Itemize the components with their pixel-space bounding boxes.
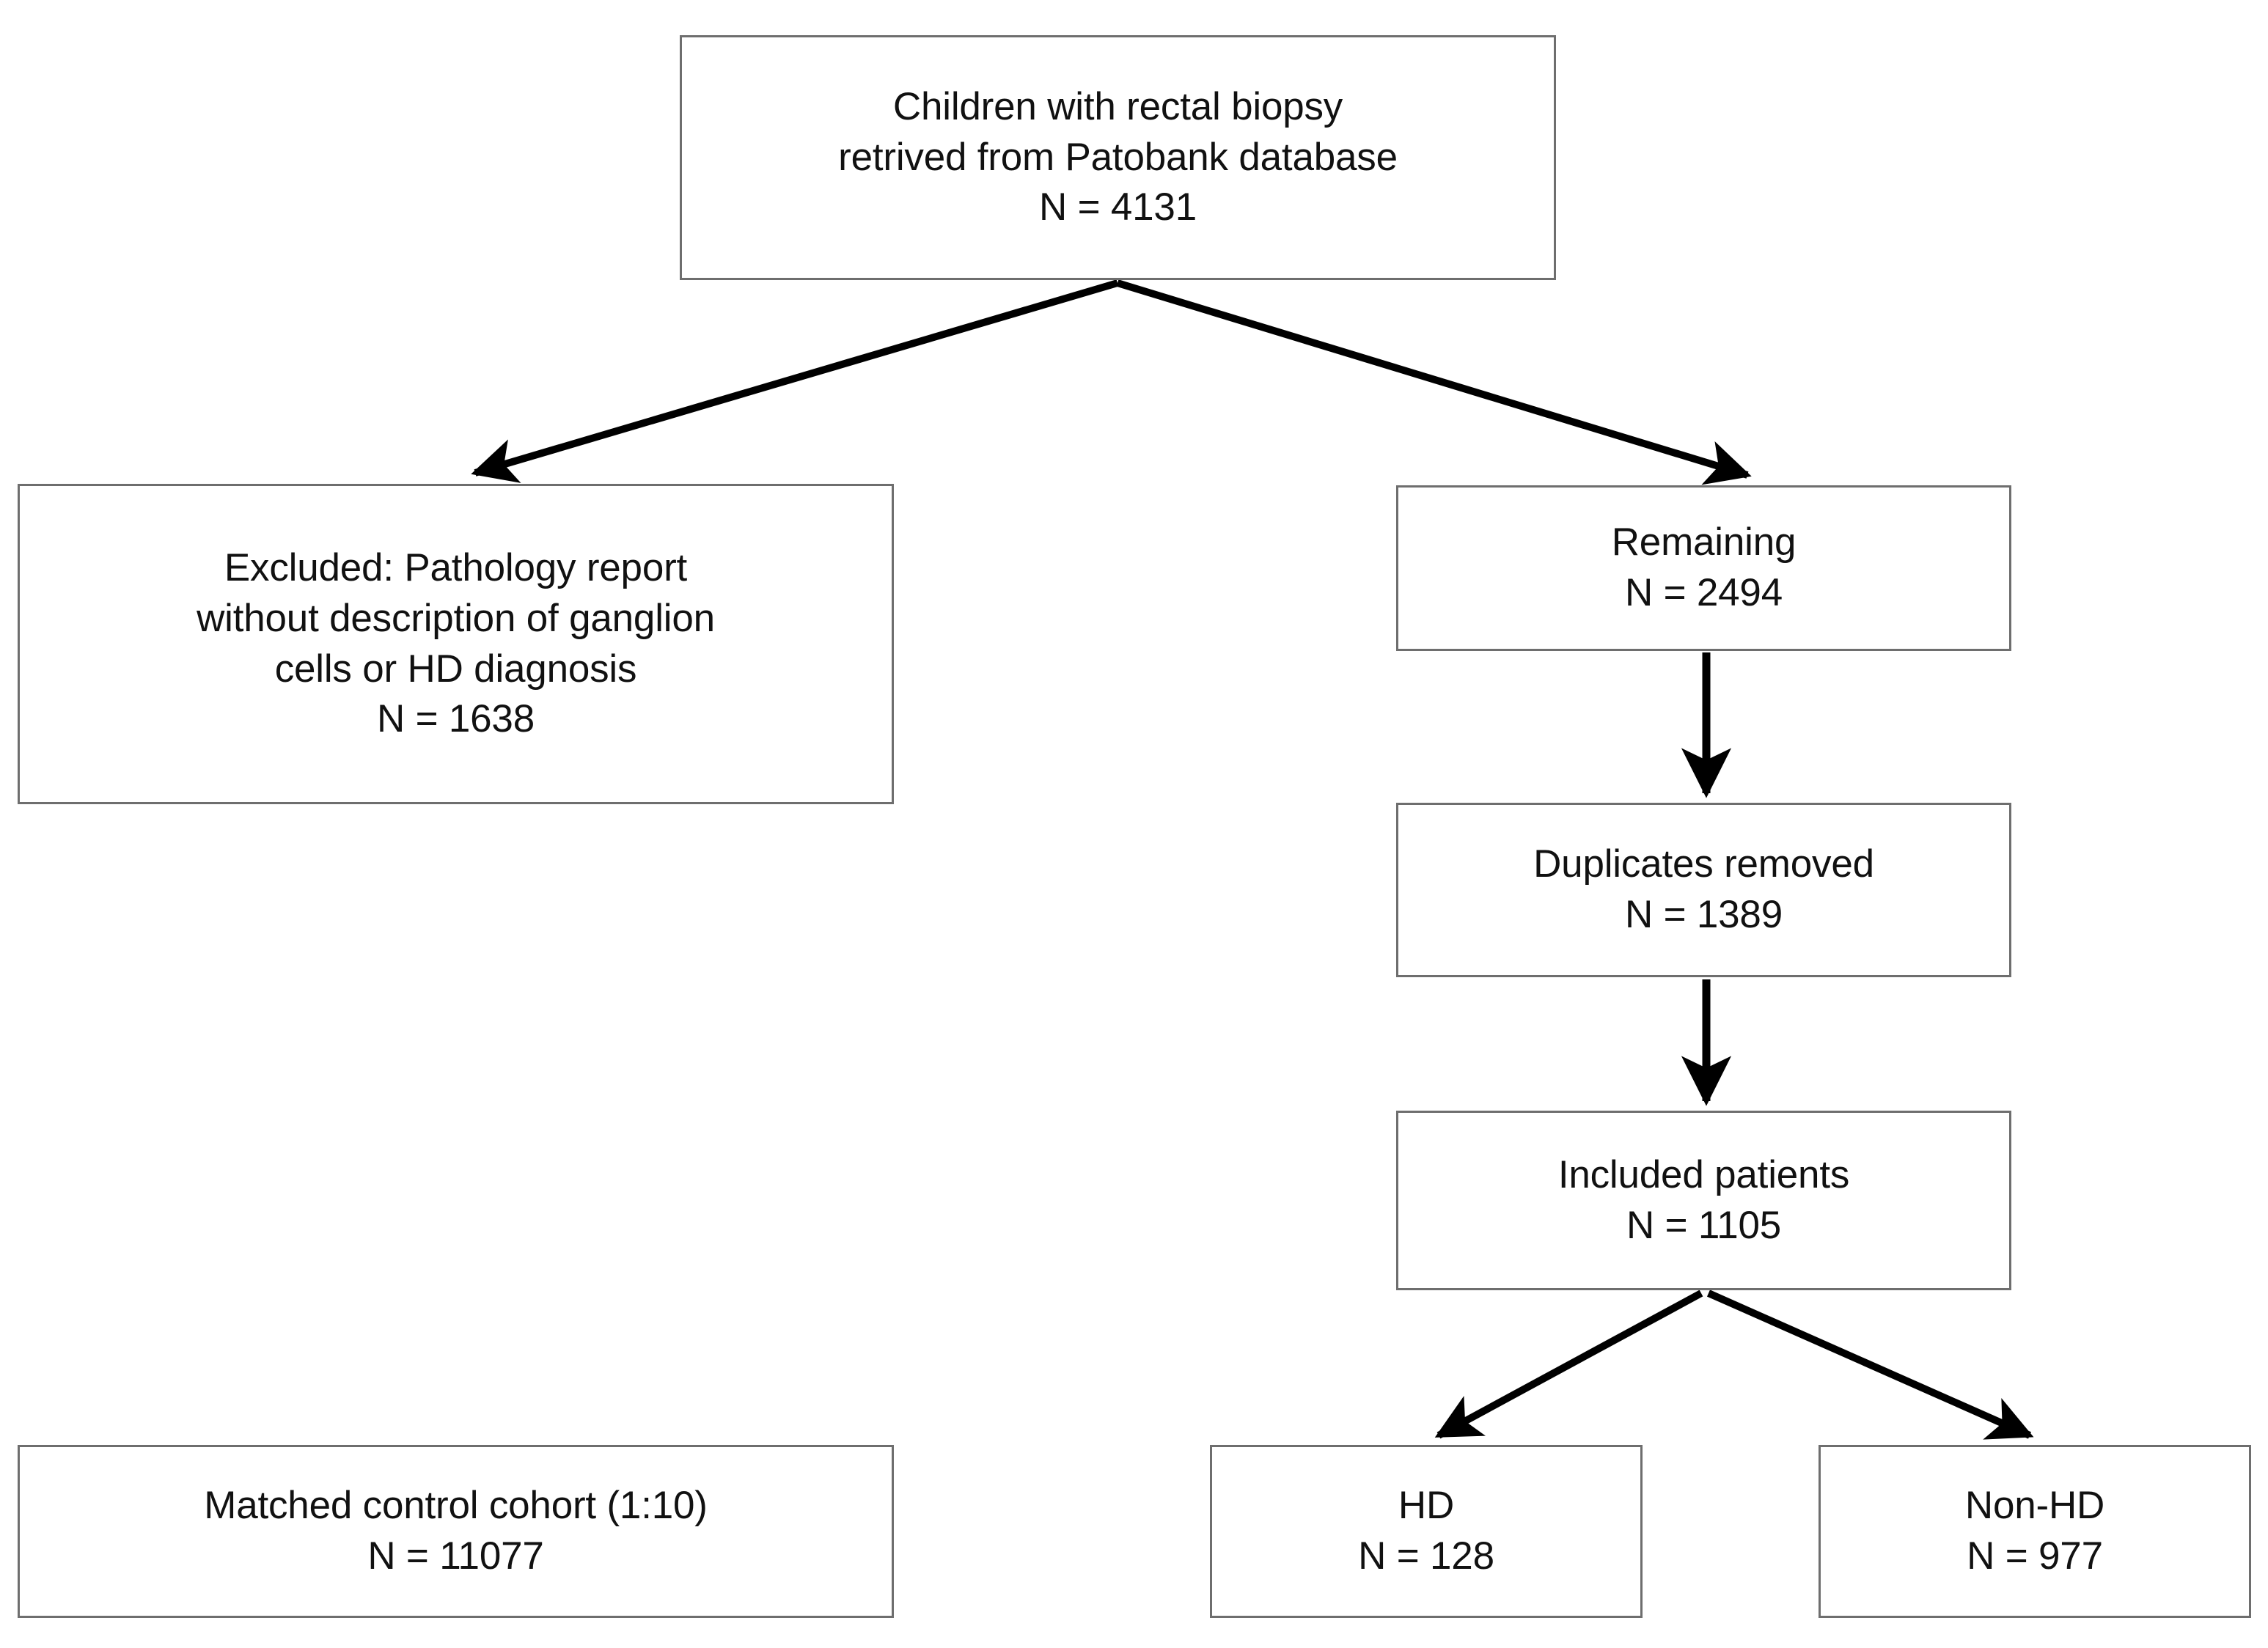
node-remaining-count: N = 2494	[1625, 571, 1783, 614]
node-non-hd-group: Non-HD N = 977	[1819, 1445, 2251, 1618]
node-source-line-2: retrived from Patobank database	[838, 135, 1398, 179]
edge-included-to-hd	[1434, 1290, 1703, 1439]
edge-included-to-nonhd	[1706, 1290, 2034, 1440]
node-duplicates-count: N = 1389	[1625, 893, 1783, 936]
node-nonhd-label: Non-HD	[1964, 1484, 2105, 1528]
node-source-line-1: Children with rectal biopsy	[892, 84, 1343, 128]
node-included-label: Included patients	[1557, 1152, 1850, 1196]
node-remaining-label: Remaining	[1611, 520, 1797, 564]
node-source-count: N = 4131	[1039, 185, 1197, 229]
node-nonhd-count: N = 977	[1967, 1534, 2103, 1578]
node-controls-count: N = 11077	[367, 1534, 544, 1578]
node-controls-label: Matched control cohort (1:10)	[204, 1484, 708, 1528]
node-source-cohort: Children with rectal biopsy retrived fro…	[680, 35, 1556, 280]
edge-source-to-excluded	[471, 279, 1119, 483]
node-hd-label: HD	[1398, 1484, 1455, 1528]
edge-source-to-remaining	[1116, 279, 1752, 485]
node-matched-control-cohort: Matched control cohort (1:10) N = 11077	[18, 1445, 894, 1618]
node-duplicates-removed: Duplicates removed N = 1389	[1396, 803, 2011, 977]
node-excluded-count: N = 1638	[377, 697, 535, 741]
node-included-count: N = 1105	[1626, 1203, 1782, 1247]
node-hd-count: N = 128	[1358, 1534, 1494, 1578]
node-remaining-records: Remaining N = 2494	[1396, 485, 2011, 651]
node-hd-group: HD N = 128	[1210, 1445, 1643, 1618]
node-excluded-records: Excluded: Pathology report without descr…	[18, 484, 894, 804]
node-duplicates-label: Duplicates removed	[1533, 842, 1874, 886]
node-excluded-line-2: without description of ganglion	[197, 596, 715, 640]
node-included-patients: Included patients N = 1105	[1396, 1111, 2011, 1290]
node-excluded-line-1: Excluded: Pathology report	[224, 545, 688, 589]
node-excluded-line-3: cells or HD diagnosis	[274, 647, 637, 691]
